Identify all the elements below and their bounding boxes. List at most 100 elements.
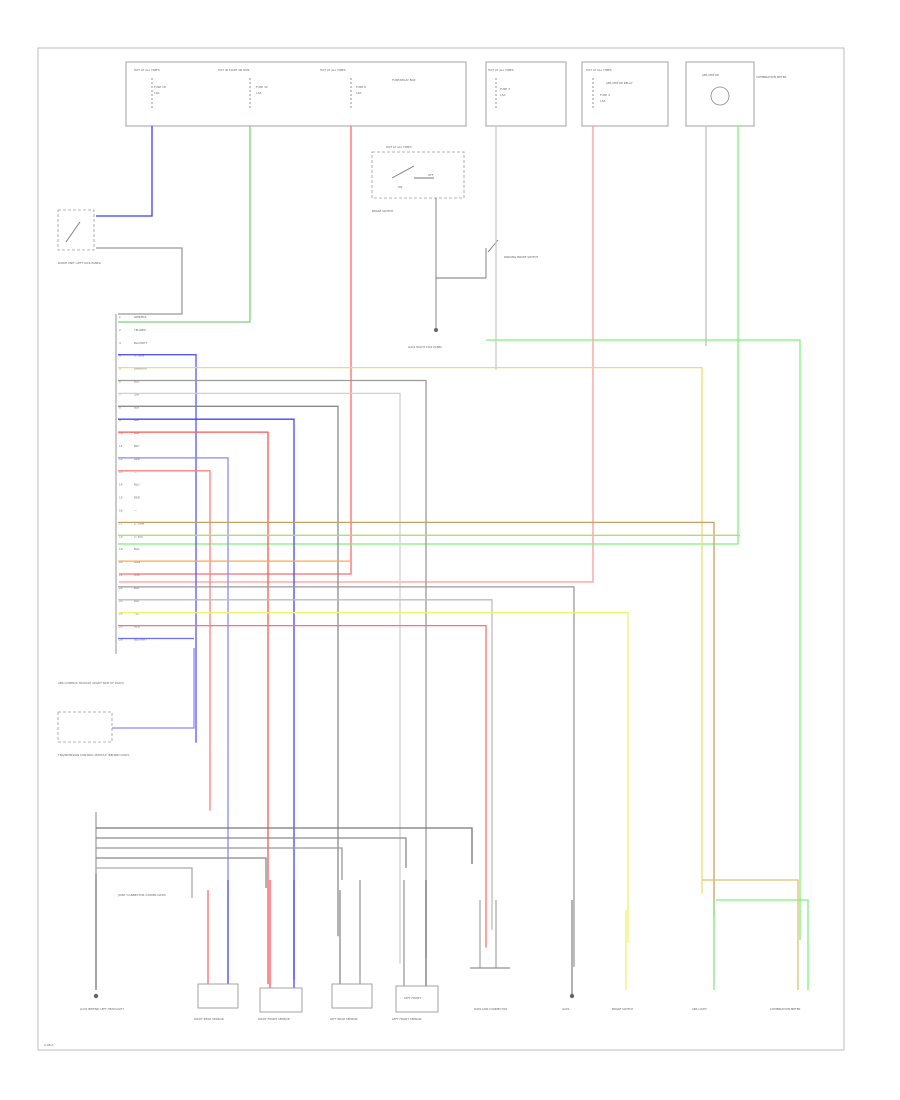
pin-number: 20 <box>119 560 123 564</box>
ground-g101 <box>93 993 99 999</box>
joint-connector-group: JOINT CONNECTOR (UNDER DASH) <box>95 812 166 897</box>
trans-module-group: TRANSMISSION CONTROL MODULE (BEHIND DASH… <box>57 711 130 757</box>
pin-number: 6 <box>119 380 121 384</box>
pin-wire-color: ORN <box>134 560 140 564</box>
wire-gry-1 <box>118 379 427 959</box>
parking-switch-label: PARKING BRAKE SWITCH <box>504 255 538 259</box>
brake-switch-label: BRAKE SWITCH <box>372 209 393 213</box>
joint-connector-label: JOINT CONNECTOR (UNDER DASH) <box>117 893 166 897</box>
wire-blu-wht <box>118 354 197 743</box>
right-front-sensor-box <box>259 987 303 1013</box>
ground-main-label: G401 RIGHT KICK PANEL <box>408 345 443 349</box>
bottom-label-right-front: RIGHT FRONT SENSOR <box>258 1017 290 1021</box>
brake-switch-contact-b: OFF <box>428 173 434 177</box>
pin-number: 4 <box>119 354 121 358</box>
left-rear-sensor-box <box>331 983 373 1009</box>
pin-wire-color: GRN/BLK <box>134 315 147 319</box>
wire-gry-2 <box>118 392 401 964</box>
fuse-box-4-header: HOT AT ALL TIMES <box>488 68 514 72</box>
fuse-box-1-header: HOT AT ALL TIMES <box>134 68 160 72</box>
pin-number: 21 <box>119 573 123 577</box>
fuse-box-4-amp: 15A <box>500 93 506 97</box>
bottom-label-g101: G101 BEHIND LEFT HEADLIGHT <box>80 1007 124 1011</box>
wire-motor-b <box>118 126 739 545</box>
ground-g201 <box>569 993 575 999</box>
wire-blu-2 <box>118 418 295 980</box>
pin-wire-color: BLU <box>134 444 139 448</box>
bottom-label-left-rear: LEFT REAR SENSOR <box>330 1017 358 1021</box>
brake-switch-group: HOT AT ALL TIMES ON OFF BRAKE SWITCH PAR… <box>371 145 538 349</box>
pin-number: 3 <box>119 341 121 345</box>
pin-wire-color: LT GRN <box>134 521 144 525</box>
fuse-box-2-fuse: FUSE 32 <box>256 85 268 89</box>
fuse-box-note: FUSE/RELAY BOX <box>392 78 416 82</box>
abs-motor-box <box>685 61 755 127</box>
pin-number: 18 <box>119 534 123 538</box>
bottom-label-abs-light: ABS LIGHT <box>692 1007 707 1011</box>
pin-number: 15 <box>119 496 123 500</box>
wire-blk-1 <box>118 405 339 937</box>
pin-wire-color: BLK <box>134 586 139 590</box>
pin-wire-color: BRN/WHT <box>134 367 148 371</box>
bottom-label-combination-meter: COMBINATION METER <box>770 1007 800 1011</box>
fuse-box-1-fuse: FUSE 18 <box>154 85 166 89</box>
brake-switch-contact-a: ON <box>398 185 402 189</box>
relay-box-label: ABS MOTOR RELAY <box>606 81 633 85</box>
pin-wire-color: GRY <box>134 418 140 422</box>
fuse-box-group: HOT AT ALL TIMES FUSE 18 10A HOT IN STAR… <box>125 61 786 127</box>
pin-number: 26 <box>119 638 123 642</box>
fuse-box-2-amp: 10A <box>256 91 262 95</box>
pin-wire-color: BLK <box>134 405 139 409</box>
bottom-label-brake-switch: BRAKE SWITCH <box>612 1007 633 1011</box>
ground-node <box>434 328 438 332</box>
relay-box <box>581 61 669 127</box>
wire-red-4 <box>118 624 487 948</box>
wire-fuse3-feed <box>119 126 352 575</box>
bottom-label-left-front: LEFT FRONT SENSOR <box>392 1017 422 1021</box>
bottom-components: G101 BEHIND LEFT HEADLIGHT RIGHT REAR SE… <box>80 967 800 1021</box>
wire-joint-2 <box>96 837 407 868</box>
trans-module-box <box>57 711 113 743</box>
wire-meter-a <box>702 879 799 990</box>
sensor-box-label: LEFT FRONT <box>404 996 421 1000</box>
bottom-label-right-rear: RIGHT REAR SENSOR <box>194 1017 224 1021</box>
pin-number: 13 <box>119 470 123 474</box>
wire-blk-3 <box>118 599 493 930</box>
bottom-label-data-link: DATA LINK CONNECTOR <box>474 1007 507 1011</box>
brake-switch-header: HOT AT ALL TIMES <box>386 145 412 149</box>
diagram-frame <box>37 47 845 1051</box>
wire-red-3 <box>118 470 211 811</box>
diode-unit-label: DIODE UNIT (LEFT KICK PANEL) <box>58 261 101 265</box>
trans-module-label: TRANSMISSION CONTROL MODULE (BEHIND DASH… <box>57 753 130 757</box>
fuse-box-5-fuse: FUSE 4 <box>600 93 610 97</box>
diode-unit-contact <box>65 221 81 243</box>
wire-diode-unit <box>96 247 183 315</box>
wire-green-right <box>486 339 801 940</box>
pin-wire-color: BLK <box>134 599 139 603</box>
wire-blk-2 <box>118 586 575 967</box>
pin-wire-color: YEL/RED <box>134 328 146 332</box>
fuse-box-3-header: HOT AT ALL TIMES <box>320 68 346 72</box>
wire-yel-red <box>118 366 703 894</box>
brake-switch-contact <box>391 165 434 179</box>
fuse-box-3-amp: 10A <box>356 91 362 95</box>
pin-number: 19 <box>119 547 123 551</box>
wire-joint-3 <box>96 847 343 880</box>
wire-joint-4 <box>96 857 267 888</box>
fuse-box-4 <box>485 61 567 127</box>
pin-wire-color: — <box>134 470 137 474</box>
pin-number: 12 <box>119 457 123 461</box>
pin-number: 2 <box>119 328 121 332</box>
pin-wire-color: GRY <box>134 392 140 396</box>
fuse-relay-box <box>125 61 467 127</box>
fuse-box-5-header: HOT AT ALL TIMES <box>586 68 612 72</box>
pin-number: 1 <box>119 315 121 319</box>
pin-number: 7 <box>119 392 121 396</box>
wire-red-2 <box>118 431 269 985</box>
fuse-box-1-amp: 10A <box>154 91 160 95</box>
diode-unit-box <box>57 209 95 251</box>
pin-wire-color: RED <box>134 457 140 461</box>
pin-number: 16 <box>119 509 123 513</box>
pin-wire-color: BLU <box>134 483 139 487</box>
